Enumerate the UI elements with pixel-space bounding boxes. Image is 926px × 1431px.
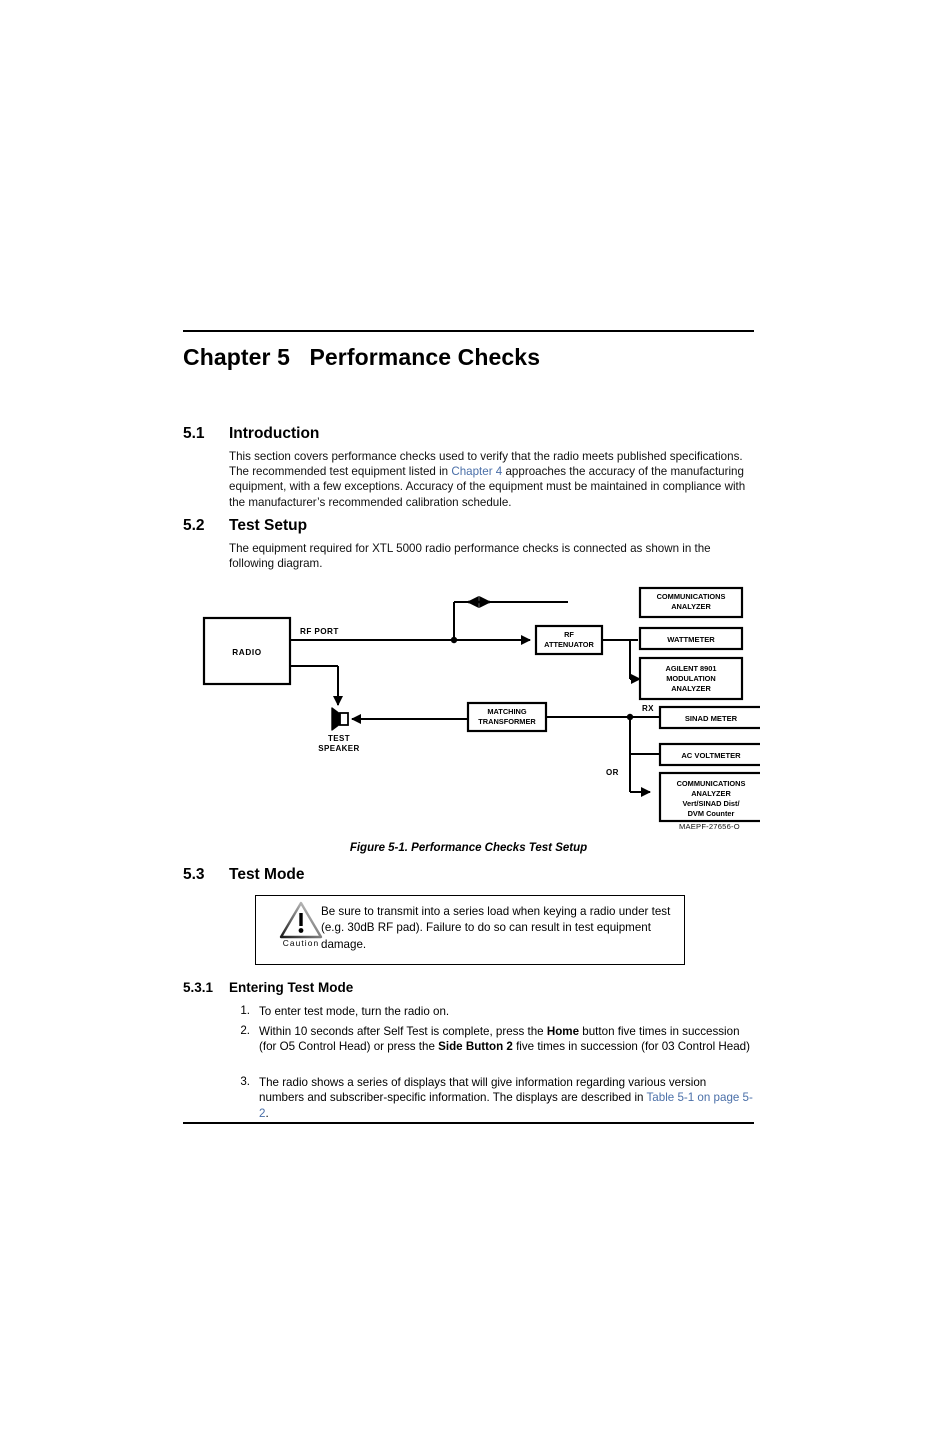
svg-text:RADIO: RADIO <box>232 648 261 657</box>
svg-text:TRANSFORMER: TRANSFORMER <box>478 717 536 726</box>
introduction-paragraph: This section covers performance checks u… <box>229 449 754 510</box>
caution-label: Caution <box>282 938 320 948</box>
section-number-5-1: 5.1 <box>183 425 205 442</box>
warning-triangle-icon <box>269 900 333 956</box>
home-button-emphasis: Home <box>546 1025 580 1038</box>
list-item-number: 3. <box>240 1075 250 1088</box>
svg-text:SINAD METER: SINAD METER <box>685 714 738 723</box>
subsection-number-5-3-1: 5.3.1 <box>183 980 214 995</box>
test-speaker-symbol <box>331 707 349 731</box>
intro-text-part2: approaches the accuracy of the manufactu… <box>229 465 746 509</box>
svg-text:ANALYZER: ANALYZER <box>671 602 711 611</box>
svg-text:COMMUNICATIONS: COMMUNICATIONS <box>677 779 746 788</box>
svg-text:WATTMETER: WATTMETER <box>667 635 715 644</box>
svg-text:ATTENUATOR: ATTENUATOR <box>544 640 594 649</box>
step2-text-part2: button five times in succession (for O5 … <box>259 1025 740 1054</box>
subsection-title-entering-test-mode: Entering Test Mode <box>229 980 354 995</box>
section-title-test-setup: Test Setup <box>229 517 308 534</box>
list-item: Within 10 seconds after Self Test is com… <box>259 1024 754 1055</box>
svg-text:AGILENT 8901: AGILENT 8901 <box>666 664 717 673</box>
svg-text:Vert/SINAD Dist/: Vert/SINAD Dist/ <box>682 799 739 808</box>
chapter-4-link[interactable]: Chapter 4 <box>451 465 503 479</box>
figure-reference-code: MAEPF-27656-O <box>679 822 740 831</box>
svg-text:MATCHING: MATCHING <box>487 707 527 716</box>
svg-text:RF: RF <box>564 630 574 639</box>
svg-text:RF PORT: RF PORT <box>300 627 339 636</box>
list-item-number: 2. <box>240 1024 250 1037</box>
list-item: The radio shows a series of displays tha… <box>259 1075 754 1121</box>
svg-text:COMMUNICATIONS: COMMUNICATIONS <box>657 592 726 601</box>
step2-text-part1: Within 10 seconds after Self Test is com… <box>259 1025 547 1038</box>
table-5-1-link[interactable]: Table 5-1 on page 5-2 <box>259 1091 753 1120</box>
section-number-5-3: 5.3 <box>183 866 205 883</box>
test-setup-paragraph: The equipment required for XTL 5000 radi… <box>229 542 711 571</box>
page-title: Chapter 5 Performance Checks <box>183 344 541 370</box>
svg-text:ANALYZER: ANALYZER <box>671 684 711 693</box>
step3-text-part1: The radio shows a series of displays tha… <box>259 1076 707 1105</box>
svg-text:TEST: TEST <box>328 734 350 743</box>
list-item: To enter test mode, turn the radio on. <box>259 1005 450 1018</box>
section-number-5-2: 5.2 <box>183 517 205 534</box>
list-item-number: 1. <box>240 1004 250 1017</box>
section-title-test-mode: Test Mode <box>229 866 305 883</box>
side-button-2-emphasis: Side Button 2 <box>438 1040 513 1054</box>
step3-text-part2: . <box>265 1106 269 1120</box>
svg-text:SPEAKER: SPEAKER <box>318 744 359 753</box>
footer-rule <box>183 1122 754 1124</box>
caution-message: Be sure to transmit into a series load w… <box>321 905 671 951</box>
svg-text:MODULATION: MODULATION <box>666 674 716 683</box>
header-rule <box>183 330 754 332</box>
step2-text-part3: five times in succession (for 03 Control… <box>512 1040 750 1054</box>
test-setup-block-diagram: RADIO RF PORT RF ATTENUATOR <box>190 580 760 830</box>
svg-text:RX: RX <box>642 704 654 713</box>
svg-text:DVM Counter: DVM Counter <box>688 809 735 818</box>
svg-text:AC VOLTMETER: AC VOLTMETER <box>681 751 741 760</box>
intro-text-part1: This section covers performance checks u… <box>229 450 743 479</box>
section-title-introduction: Introduction <box>229 425 320 442</box>
figure-caption: Figure 5-1. Performance Checks Test Setu… <box>349 842 588 854</box>
caution-box <box>255 895 685 965</box>
svg-text:ANALYZER: ANALYZER <box>691 789 731 798</box>
svg-text:OR: OR <box>606 768 619 777</box>
